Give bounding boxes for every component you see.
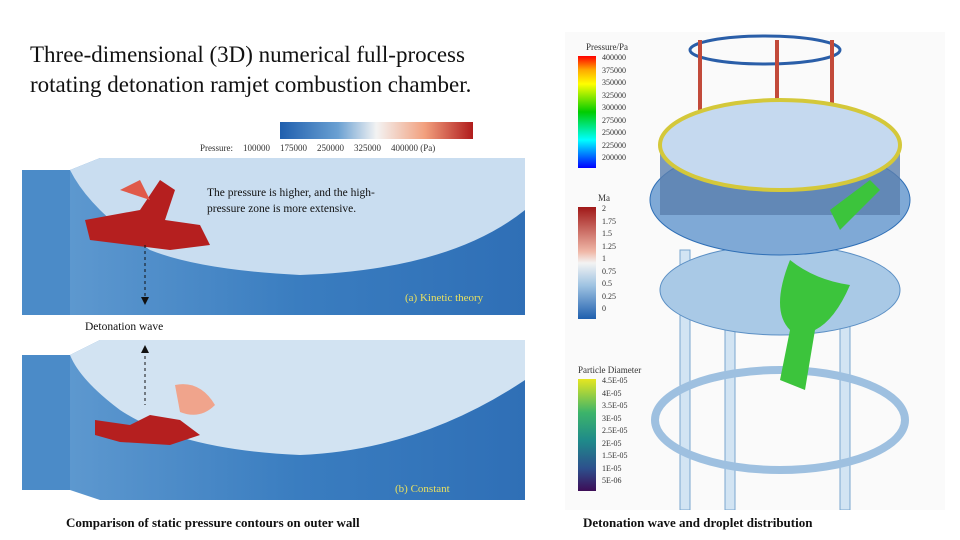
legend-tick: 350000 [602,78,626,87]
detonation-wave-surface [830,180,880,230]
arrowhead-up-icon [141,345,149,353]
title-line-1: Three-dimensional (3D) numerical full-pr… [30,42,465,67]
high-pressure-zone-b [95,415,200,445]
legend-tick: 275000 [602,115,626,125]
high-pressure-zone-a [85,180,210,250]
legend-tick: 325000 [602,90,626,100]
detonation-wave-label: Detonation wave [85,321,164,333]
legend-tick: 1.25 [602,241,616,251]
legend-pressure: Pressure/Pa 400000 375000 350000 325000 3000… [578,42,658,168]
upper-ring [658,98,902,192]
lower-ring [659,244,901,336]
legend-tick: 1.75 [602,216,616,226]
bottom-ring [651,366,909,474]
legend-mach: Ma 2 1.75 1.5 1.25 1 0.75 0.5 0.25 0 [578,193,658,319]
colorbar-tick: 100000 [243,143,270,153]
contour-a [22,158,525,315]
combustor-3d-render [649,34,911,510]
legend-tick: 2.5E-05 [602,426,628,435]
pressure-contours [22,158,525,500]
legend-tick: 4.5E-05 [602,376,628,385]
legend-tick: 3E-05 [602,413,622,423]
legend-ticks: 400000 375000 350000 325000 300000 275000 2500… [602,52,626,168]
legend-tick: 0.75 [602,266,616,276]
annotation-text: The pressure is higher, and the high-pre… [207,187,375,215]
legend-tick: 200000 [602,153,626,162]
label-kinetic-theory: (a) Kinetic theory [405,292,484,304]
left-caption: Comparison of static pressure contours o… [66,515,360,530]
legend-colorbar [578,56,596,168]
label-constant: (b) Constant [395,483,450,495]
legend-tick: 375000 [602,65,626,75]
figure-title: Three-dimensional (3D) numerical full-pr… [30,40,471,100]
legend-tick: 300000 [602,103,626,112]
legend-tick: 1.5 [602,229,612,238]
legend-tick: 5E-06 [602,476,622,485]
legend-tick: 3.5E-05 [602,401,628,410]
colorbar-tick: 250000 [317,143,344,153]
legend-ticks: 2 1.75 1.5 1.25 1 0.75 0.5 0.25 0 [602,203,616,319]
legend-tick: 2 [602,204,606,213]
pressure-colorbar [280,122,473,139]
colorbar-tick: 325000 [354,143,381,153]
legend-particle-diameter: Particle Diameter 4.5E-05 4E-05 3.5E-05 3E-… [578,365,668,491]
colorbar-ticks: Pressure: 100000 175000 250000 325000 40… [200,143,435,153]
legend-colorbar [578,379,596,491]
legend-tick: 225000 [602,140,626,150]
inlet-b [22,355,70,490]
medium-pressure-spot-b [175,384,215,415]
legend-tick: 250000 [602,128,626,137]
title-line-2: rotating detonation ramjet combustion ch… [30,72,472,97]
detonation-wave-surface [780,260,850,390]
colorbar-tick: 400000 [391,143,418,153]
legend-tick: 0 [602,304,606,313]
legend-title: Ma [598,193,610,203]
legend-title: Particle Diameter [578,365,642,375]
legend-colorbar [578,207,596,319]
arrowhead-down-icon [141,297,149,305]
right-caption: Detonation wave and droplet distribution [583,515,813,530]
legend-ticks: 4.5E-05 4E-05 3.5E-05 3E-05 2.5E-05 2E-05 1.5E… [602,375,628,491]
top-ring [688,34,842,66]
contour-b [22,340,525,500]
legend-tick: 1 [602,254,606,263]
legend-tick: 4E-05 [602,388,622,398]
legend-tick: 2E-05 [602,438,622,448]
legend-title: Pressure/Pa [586,42,628,52]
colorbar-unit: (Pa) [420,143,436,153]
support-pillar [679,249,691,510]
legend-tick: 0.5 [602,279,612,288]
legend-tick: 1.5E-05 [602,451,628,460]
legend-tick: 400000 [602,53,626,62]
legend-tick: 0.25 [602,291,616,301]
inlet-a [22,170,70,315]
colorbar-label: Pressure: [200,143,233,153]
high-pressure-spot-a [120,180,150,200]
colorbar-tick: 175000 [280,143,307,153]
legend-tick: 1E-05 [602,463,622,473]
